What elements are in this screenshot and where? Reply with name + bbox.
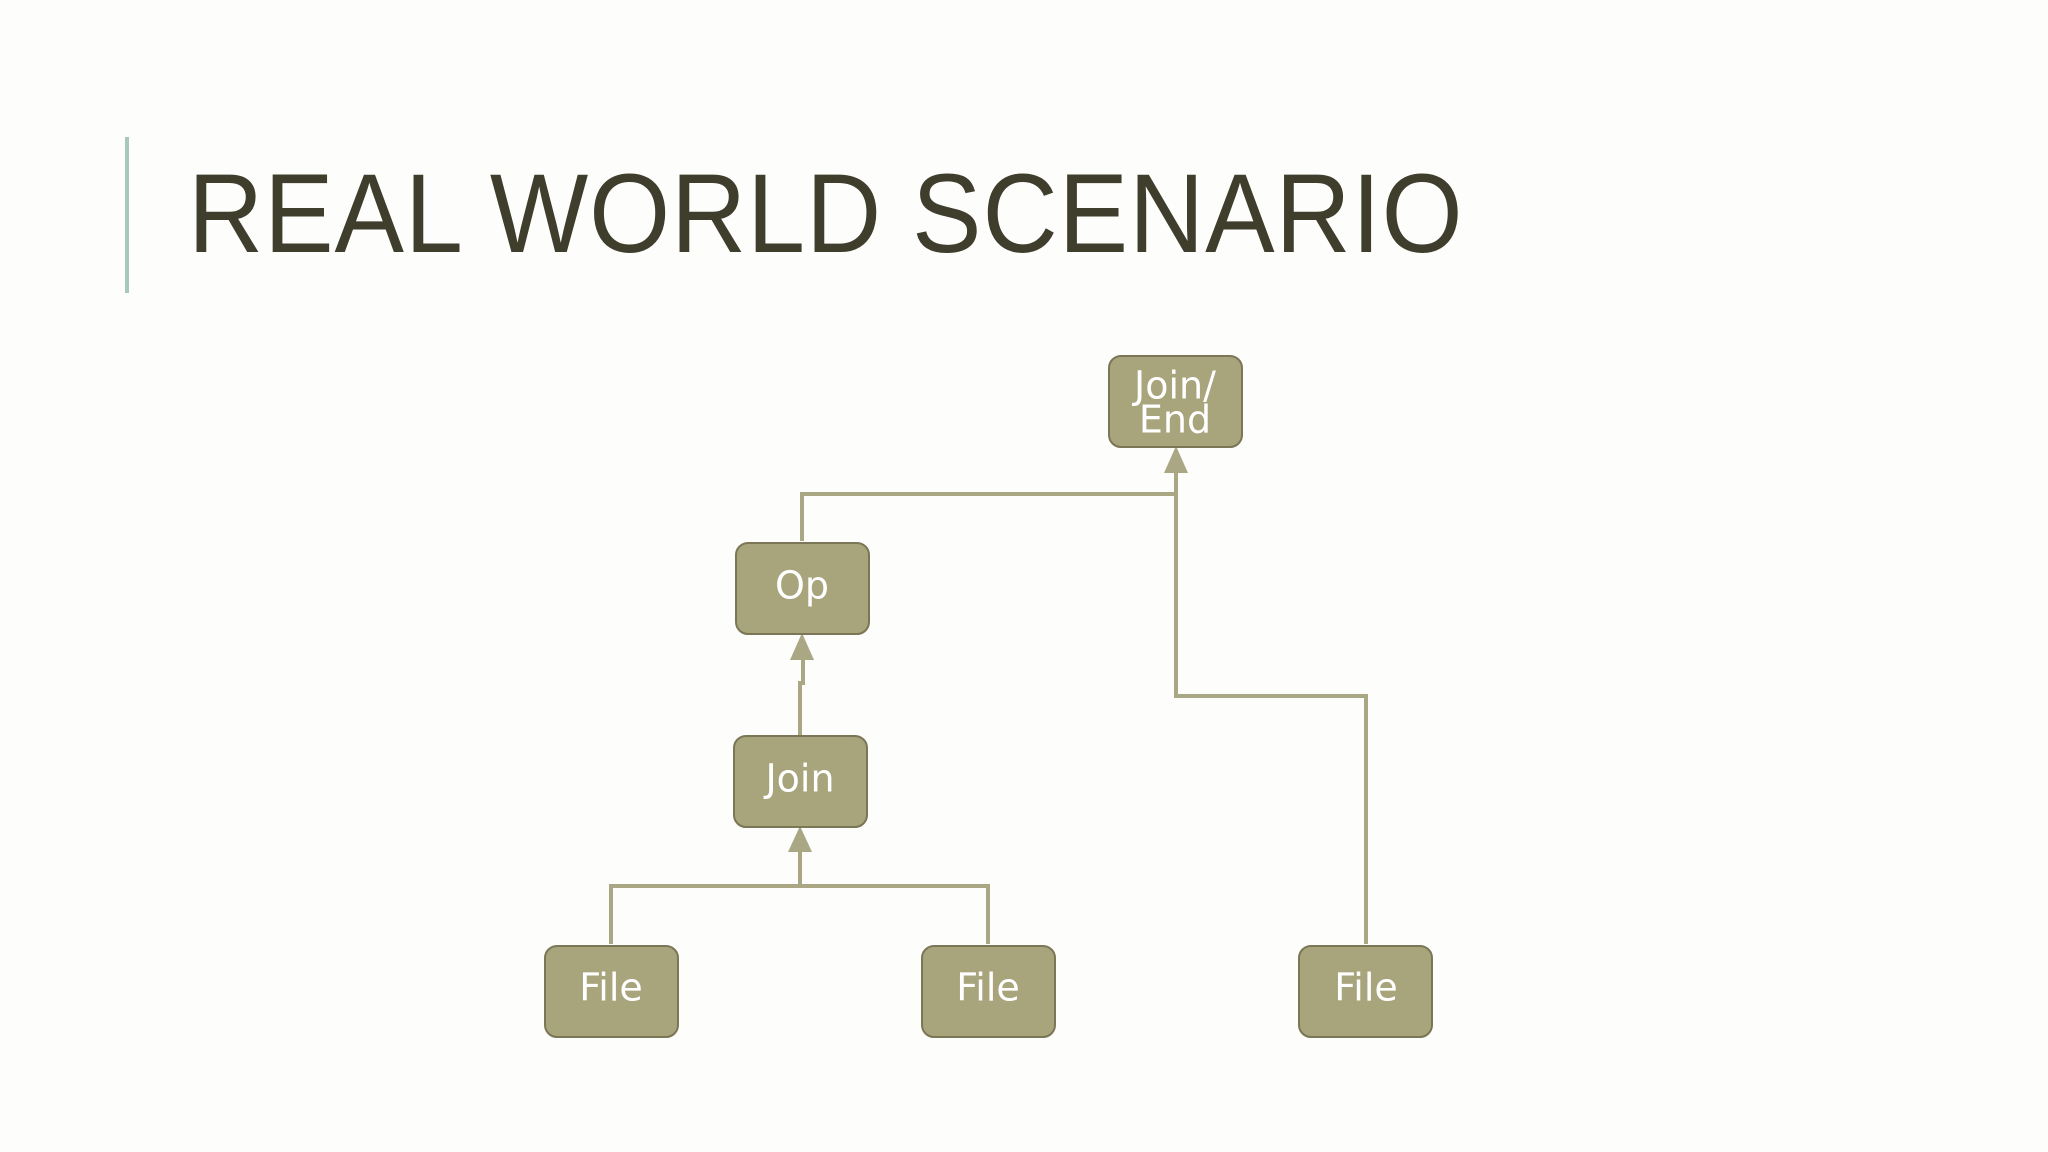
node-file-3-label: File [1334, 966, 1398, 1010]
title-accent-bar [125, 137, 129, 293]
node-op: Op [735, 542, 870, 635]
slide-title: REAL WORLD SCENARIO [188, 151, 1464, 276]
node-file-2: File [921, 945, 1056, 1038]
connectors [609, 470, 1368, 944]
node-file-3: File [1298, 945, 1433, 1038]
connector-join-to-op [798, 658, 805, 735]
node-join-label: Join [763, 757, 834, 801]
node-file-1: File [544, 945, 679, 1038]
connector-file-1-to-join [609, 852, 802, 944]
node-join-end-label-line-1: Join/ [1132, 364, 1216, 408]
node-join: Join [733, 735, 868, 828]
arrowhead-op [790, 633, 814, 660]
arrowheads [788, 446, 1188, 852]
node-join-end-label-line-2: End [1139, 398, 1211, 442]
node-op-label: Op [775, 564, 829, 608]
connector-file-3-to-join-end [1174, 470, 1368, 944]
node-file-2-label: File [956, 966, 1020, 1010]
node-join-end: Join/ End [1108, 355, 1243, 448]
connector-file-2-to-join [800, 884, 990, 944]
arrowhead-join-end [1164, 446, 1188, 473]
connector-op-to-join-end [800, 492, 1176, 541]
node-file-1-label: File [579, 966, 643, 1010]
arrowhead-join [788, 826, 812, 852]
